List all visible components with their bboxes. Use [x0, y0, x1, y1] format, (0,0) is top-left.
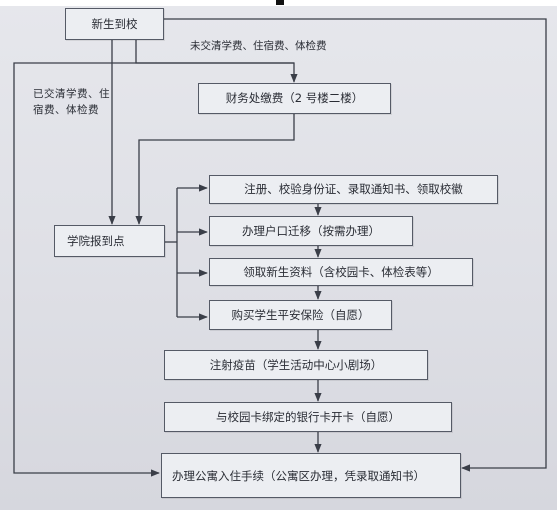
node-bankcard: 与校园卡绑定的银行卡开卡（自愿） — [164, 402, 452, 432]
node-arrival: 新生到校 — [65, 8, 164, 40]
node-register: 注册、校验身份证、录取通知书、领取校徽 — [209, 175, 498, 204]
arrow-finance-to-college — [135, 114, 295, 225]
node-hukou: 办理户口迁移（按需办理） — [209, 216, 413, 246]
node-insurance: 购买学生平安保险（自愿） — [209, 300, 392, 330]
node-vaccine: 注射疫苗（学生活动中心小剧场） — [164, 350, 428, 380]
node-college: 学院报到点 — [54, 225, 165, 257]
label-paid: 已交清学费、住宿费、体检费 — [33, 88, 110, 116]
top-edge-mark — [276, 0, 284, 5]
node-finance: 财务处缴费（2 号楼二楼） — [198, 83, 391, 114]
node-materials: 领取新生资料（含校园卡、体检表等） — [209, 258, 473, 286]
node-dorm: 办理公寓入住手续（公寓区办理，凭录取通知书） — [161, 453, 461, 498]
label-unpaid: 未交清学费、住宿费、体检费 — [190, 40, 327, 52]
